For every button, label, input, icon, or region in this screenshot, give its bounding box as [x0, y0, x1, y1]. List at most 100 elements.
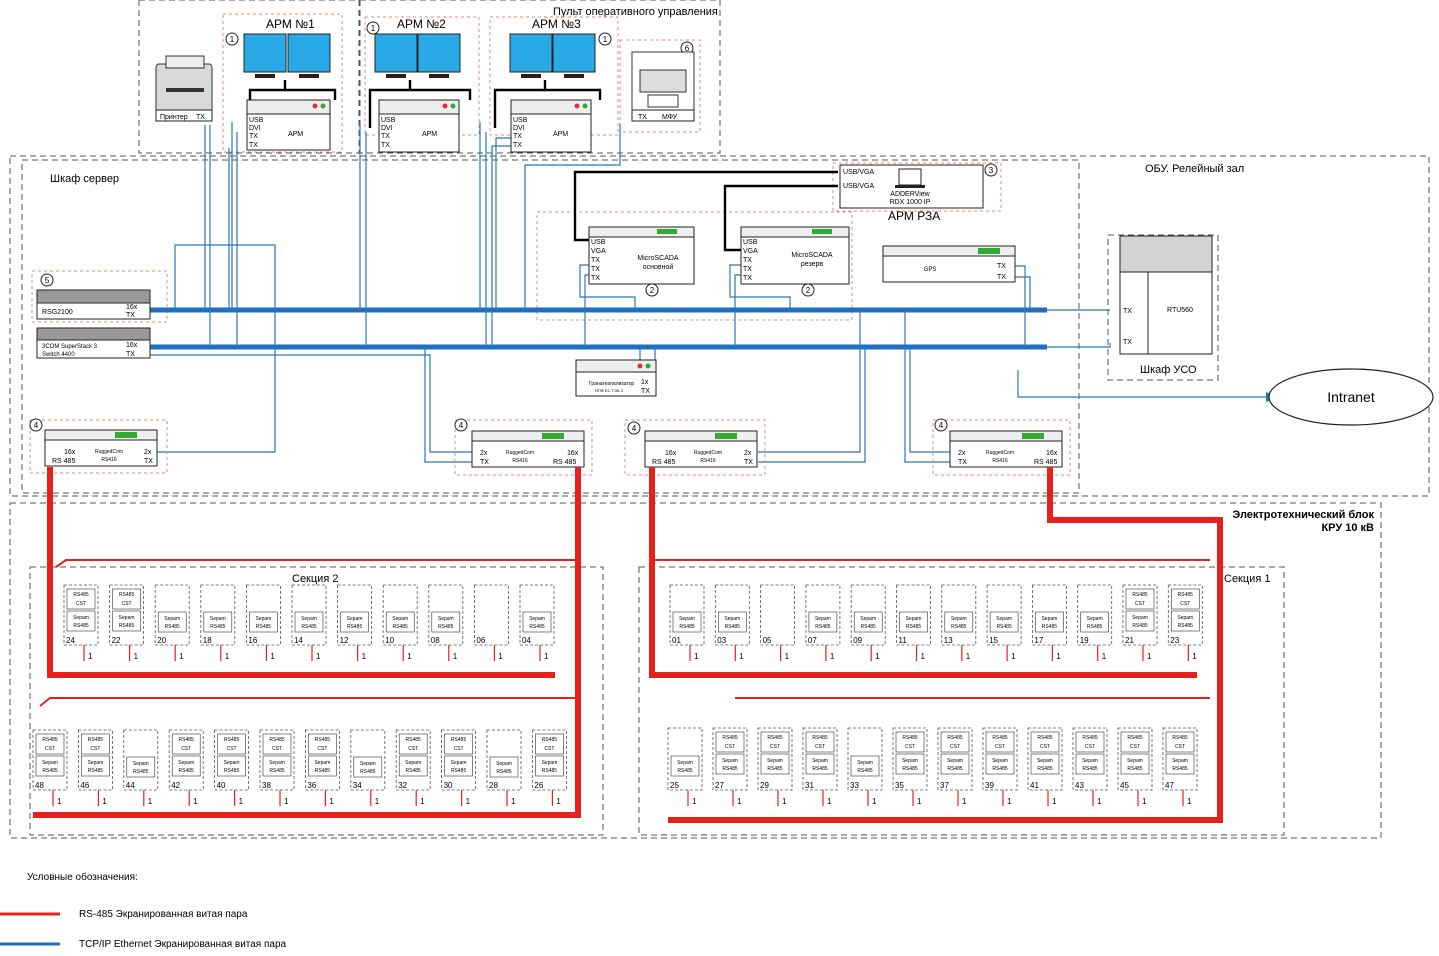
cell-number: 13 — [944, 636, 953, 645]
cell-link-count: 1 — [193, 797, 198, 806]
gps-port-2: TX — [997, 274, 1006, 281]
rc1-right-1: 2x — [144, 449, 152, 456]
cell-rs485-text: RS485 — [1172, 735, 1188, 741]
cell-sepam-text: Sepam — [947, 758, 963, 764]
cell-sepam-text: Sepam — [1127, 758, 1143, 764]
obu-zone-title: ОБУ. Релейный зал — [1145, 163, 1244, 175]
cell-cst-text: CST — [227, 746, 237, 752]
cell-cst-text: CST — [1180, 601, 1190, 607]
arm1-port-3: TX — [249, 133, 258, 140]
cell-number: 10 — [385, 636, 394, 645]
cell-rs485-text: RS485 — [347, 624, 363, 630]
cell-cst-text: CST — [76, 601, 86, 607]
cell-number: 18 — [203, 636, 212, 645]
cell-number: 48 — [35, 781, 44, 790]
cell-sepam-text: Sepam — [812, 758, 828, 764]
cell-rs485-text: RS485 — [256, 624, 272, 630]
cell-number: 41 — [1030, 781, 1039, 790]
cell-number: 12 — [340, 636, 349, 645]
cell-number: 45 — [1120, 781, 1129, 790]
cell-rs485-text: RS485 — [1087, 624, 1103, 630]
rc4-left-1: 2x — [958, 450, 966, 457]
arm2-port-2: DVI — [381, 125, 393, 132]
cell-rs485-text: RS485 — [438, 624, 454, 630]
msc-main-port-5: TX — [591, 275, 600, 282]
intranet-label: Intranet — [1327, 389, 1375, 405]
rc2-left-1: 2x — [480, 450, 488, 457]
arm1-badge-circle — [225, 32, 239, 46]
cell-sepam-text: Sepam — [677, 760, 693, 766]
gps-port-1: TX — [997, 263, 1006, 270]
cell-number: 47 — [1165, 781, 1174, 790]
adderview-kvm: USB/VGA USB/VGA ADDERView RDX 1000 IP 3 … — [839, 163, 998, 223]
cell-cst-text: CST — [995, 744, 1005, 750]
cell-rs485-text: RS485 — [725, 624, 741, 630]
et-block-subtitle: КРУ 10 кВ — [1321, 522, 1374, 534]
uso-cabinet-title: Шкаф УСО — [1140, 364, 1197, 376]
cell-rs485-text: RS485 — [269, 737, 285, 743]
cell-cst-text: CST — [90, 746, 100, 752]
cell-sepam-text: Sepam — [902, 758, 918, 764]
msc-main-port-1: USB — [591, 239, 606, 246]
cell-cst-text: CST — [272, 746, 282, 752]
cell-sepam-text: Sepam — [392, 616, 408, 622]
cell-cst-text: CST — [950, 744, 960, 750]
cell-rs485-text: RS485 — [1082, 766, 1098, 772]
arm3-port-4: TX — [513, 142, 522, 149]
arm2-port-4: TX — [381, 142, 390, 149]
pult-zone-title: Пульт оперативного управления — [553, 6, 718, 18]
cell-rs485-text: RS485 — [1037, 735, 1053, 741]
cell-sepam-text: Sepam — [1087, 616, 1103, 622]
section1-top-cells: SepamRS485011SepamRS485031051SepamRS4850… — [669, 584, 1203, 661]
section1-frame — [638, 566, 1285, 836]
cell-rs485-text: RS485 — [529, 624, 545, 630]
cell-cst-text: CST — [815, 744, 825, 750]
cell-rs485-text: RS485 — [947, 735, 963, 741]
msc-res-role: резерв — [801, 261, 824, 268]
cell-link-count: 1 — [966, 652, 971, 661]
rtu-label: RTU560 — [1167, 307, 1193, 314]
arm3-monitor-left — [509, 33, 553, 73]
rc1-left-1: 16x — [64, 449, 76, 456]
legend-rs485-label: RS-485 Экранированная витая пара — [79, 909, 248, 920]
cell-sepam-text: Sepam — [1172, 758, 1188, 764]
cell-link-count: 1 — [1052, 797, 1057, 806]
cell-sepam-text: Sepam — [42, 760, 58, 766]
rc4-badge: 4 — [939, 421, 944, 430]
rtu-port-2: TX — [1123, 339, 1132, 346]
cell-number: 06 — [476, 636, 485, 645]
cell-rs485-text: RS485 — [133, 769, 149, 775]
cell-sepam-text: Sepam — [178, 760, 194, 766]
cell-link-count: 1 — [329, 797, 334, 806]
printer-port: TX — [196, 114, 205, 121]
rc3-left-2: RS 485 — [652, 459, 675, 466]
ethernet-links — [114, 122, 1278, 463]
arm3-title: АРМ №3 — [532, 17, 581, 31]
cell-rs485-text: RS485 — [119, 592, 135, 598]
rc4-model: RS416 — [992, 458, 1008, 464]
cell-link-count: 1 — [830, 652, 835, 661]
cell-rs485-text: RS485 — [360, 769, 376, 775]
cell-link-count: 1 — [694, 652, 699, 661]
cell-rs485-text: RS485 — [542, 737, 558, 743]
firewall-model: НПФ ЕС ТЭК-3 — [595, 388, 624, 393]
cell-rs485-text: RS485 — [815, 624, 831, 630]
rtu560: TX TX RTU560 — [1119, 235, 1213, 355]
msc-res-badge: 2 — [806, 286, 811, 295]
arm2-label: АРМ — [422, 131, 437, 138]
cell-rs485-text: RS485 — [951, 624, 967, 630]
msc-res-port-3: TX — [743, 257, 752, 264]
arm1-zone-frame — [138, 0, 360, 154]
cell-number: 15 — [989, 636, 998, 645]
